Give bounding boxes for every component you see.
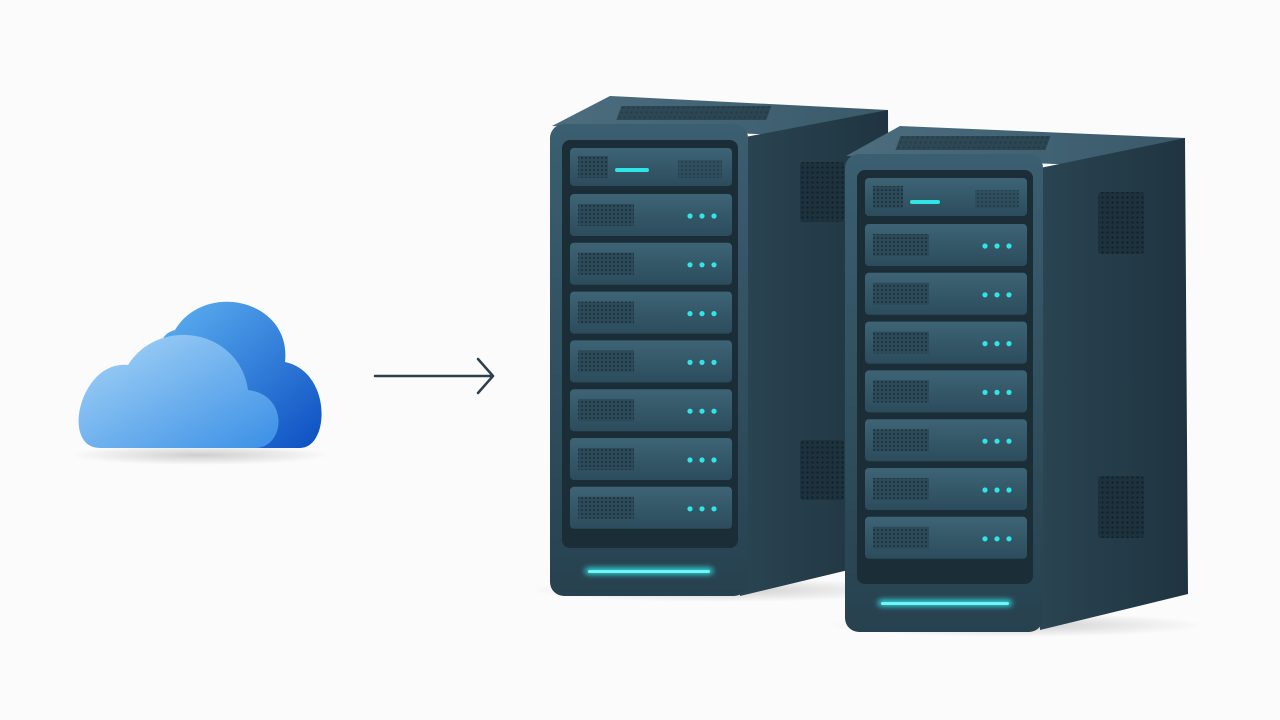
status-led-icon — [687, 408, 693, 414]
status-led-icon — [994, 341, 1000, 347]
drive-bay — [570, 194, 732, 236]
status-led-icon — [994, 438, 1000, 444]
status-led-icon — [687, 506, 693, 512]
status-led-icon — [994, 389, 1000, 395]
status-led-icon — [687, 213, 693, 219]
status-led-icon — [699, 457, 705, 463]
drive-bay — [865, 468, 1027, 510]
status-led-icon — [994, 487, 1000, 493]
status-led-icon — [1006, 389, 1012, 395]
arrow-right-icon — [373, 357, 495, 395]
status-led-icon — [699, 311, 705, 317]
status-led-icon — [699, 262, 705, 268]
status-led-icon — [699, 213, 705, 219]
status-led-icon — [687, 311, 693, 317]
status-led-icon — [994, 243, 1000, 249]
drive-bay — [865, 272, 1027, 315]
status-led-icon — [687, 262, 693, 268]
status-led-icon — [994, 292, 1000, 298]
status-led-icon — [982, 536, 988, 542]
drive-bay — [570, 389, 732, 432]
status-led-icon — [982, 292, 988, 298]
status-led-icon — [699, 359, 705, 365]
drive-bay — [570, 242, 732, 285]
drive-bay — [865, 224, 1027, 266]
status-led-icon — [711, 311, 717, 317]
status-led-icon — [711, 359, 717, 365]
status-led-icon — [711, 408, 717, 414]
status-led-icon — [982, 438, 988, 444]
status-led-icon — [982, 487, 988, 493]
drive-bay — [865, 419, 1027, 462]
status-led-icon — [982, 341, 988, 347]
drive-bay — [570, 486, 732, 529]
status-led-icon — [1006, 438, 1012, 444]
status-led-icon — [982, 243, 988, 249]
drive-bay — [865, 321, 1027, 364]
status-led-icon — [699, 408, 705, 414]
status-led-icon — [994, 536, 1000, 542]
status-led-icon — [711, 506, 717, 512]
drive-bay — [570, 438, 732, 480]
drive-bay — [865, 370, 1027, 413]
status-led-icon — [711, 213, 717, 219]
status-led-icon — [982, 389, 988, 395]
status-led-icon — [1006, 341, 1012, 347]
drive-bay — [570, 340, 732, 383]
status-led-icon — [1006, 536, 1012, 542]
status-led-icon — [687, 359, 693, 365]
status-led-icon — [687, 457, 693, 463]
drive-bay — [865, 516, 1027, 559]
status-led-icon — [699, 506, 705, 512]
status-led-icon — [1006, 292, 1012, 298]
status-led-icon — [711, 457, 717, 463]
status-led-icon — [711, 262, 717, 268]
cloud-icon — [70, 301, 330, 465]
status-led-icon — [1006, 243, 1012, 249]
drive-bay — [570, 291, 732, 334]
status-led-icon — [1006, 487, 1012, 493]
